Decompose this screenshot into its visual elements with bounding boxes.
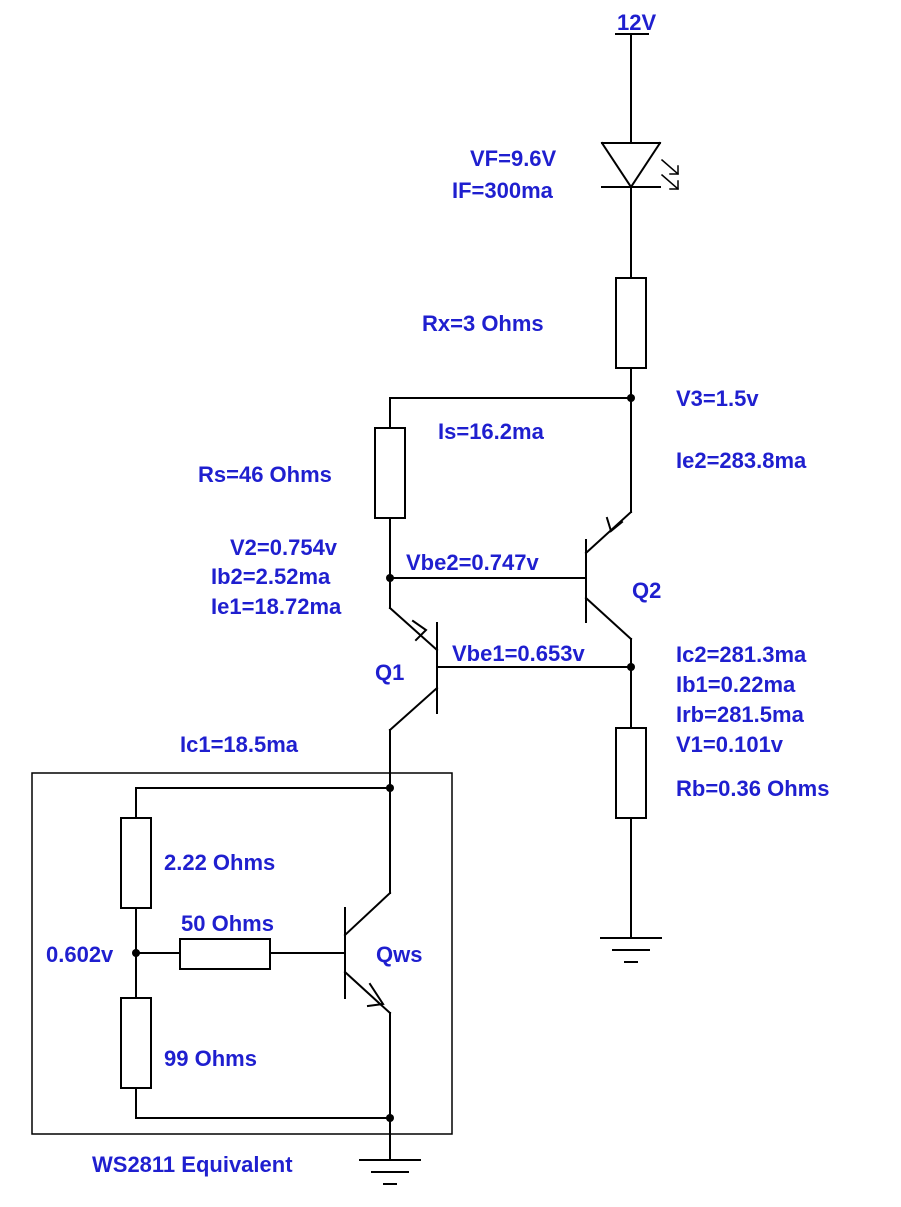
q2-label: Q2 xyxy=(632,578,661,603)
transistor-q2 xyxy=(584,510,633,668)
ws-rbase-label: 50 Ohms xyxy=(181,911,274,936)
ws2811-boundary xyxy=(31,772,453,1135)
ground-left xyxy=(359,1159,421,1185)
ground-right xyxy=(600,937,662,963)
resistor-ws-base xyxy=(179,938,271,970)
ie1-label: Ie1=18.72ma xyxy=(211,594,342,619)
node-v2-junction xyxy=(386,574,394,582)
resistor-rs xyxy=(374,427,406,519)
ws2811-title: WS2811 Equivalent xyxy=(92,1152,293,1177)
ws-rbottom-label: 99 Ohms xyxy=(164,1046,257,1071)
ib1-label: Ib1=0.22ma xyxy=(676,672,796,697)
node-v3-junction xyxy=(627,394,635,402)
resistor-ws-bottom xyxy=(120,997,152,1089)
led-light-arrows xyxy=(660,158,680,191)
is-label: Is=16.2ma xyxy=(438,419,545,444)
qws-label: Qws xyxy=(376,942,422,967)
resistor-rx xyxy=(615,277,647,369)
vbe1-label: Vbe1=0.653v xyxy=(452,641,585,666)
ie2-label: Ie2=283.8ma xyxy=(676,448,807,473)
ic1-label: Ic1=18.5ma xyxy=(180,732,299,757)
v3-label: V3=1.5v xyxy=(676,386,759,411)
led-if-label: IF=300ma xyxy=(452,178,554,203)
ic2-label: Ic2=281.3ma xyxy=(676,642,807,667)
transistor-qws xyxy=(343,787,392,1161)
resistor-rb xyxy=(615,727,647,819)
vbe2-label: Vbe2=0.747v xyxy=(406,550,539,575)
led-symbol xyxy=(600,141,680,191)
ib2-label: Ib2=2.52ma xyxy=(211,564,331,589)
v1-label: V1=0.101v xyxy=(676,732,784,757)
rx-label: Rx=3 Ohms xyxy=(422,311,544,336)
ws-rtop-label: 2.22 Ohms xyxy=(164,850,275,875)
transistor-q1 xyxy=(388,606,439,789)
irb-label: Irb=281.5ma xyxy=(676,702,805,727)
v2-label: V2=0.754v xyxy=(230,535,338,560)
supply-label: 12V xyxy=(617,10,656,35)
rb-label: Rb=0.36 Ohms xyxy=(676,776,829,801)
led-vf-label: VF=9.6V xyxy=(470,146,557,171)
resistor-ws-top xyxy=(120,817,152,909)
ws-node-voltage-label: 0.602v xyxy=(46,942,114,967)
supply-12v xyxy=(615,33,649,144)
q1-label: Q1 xyxy=(375,660,404,685)
rs-label: Rs=46 Ohms xyxy=(198,462,332,487)
